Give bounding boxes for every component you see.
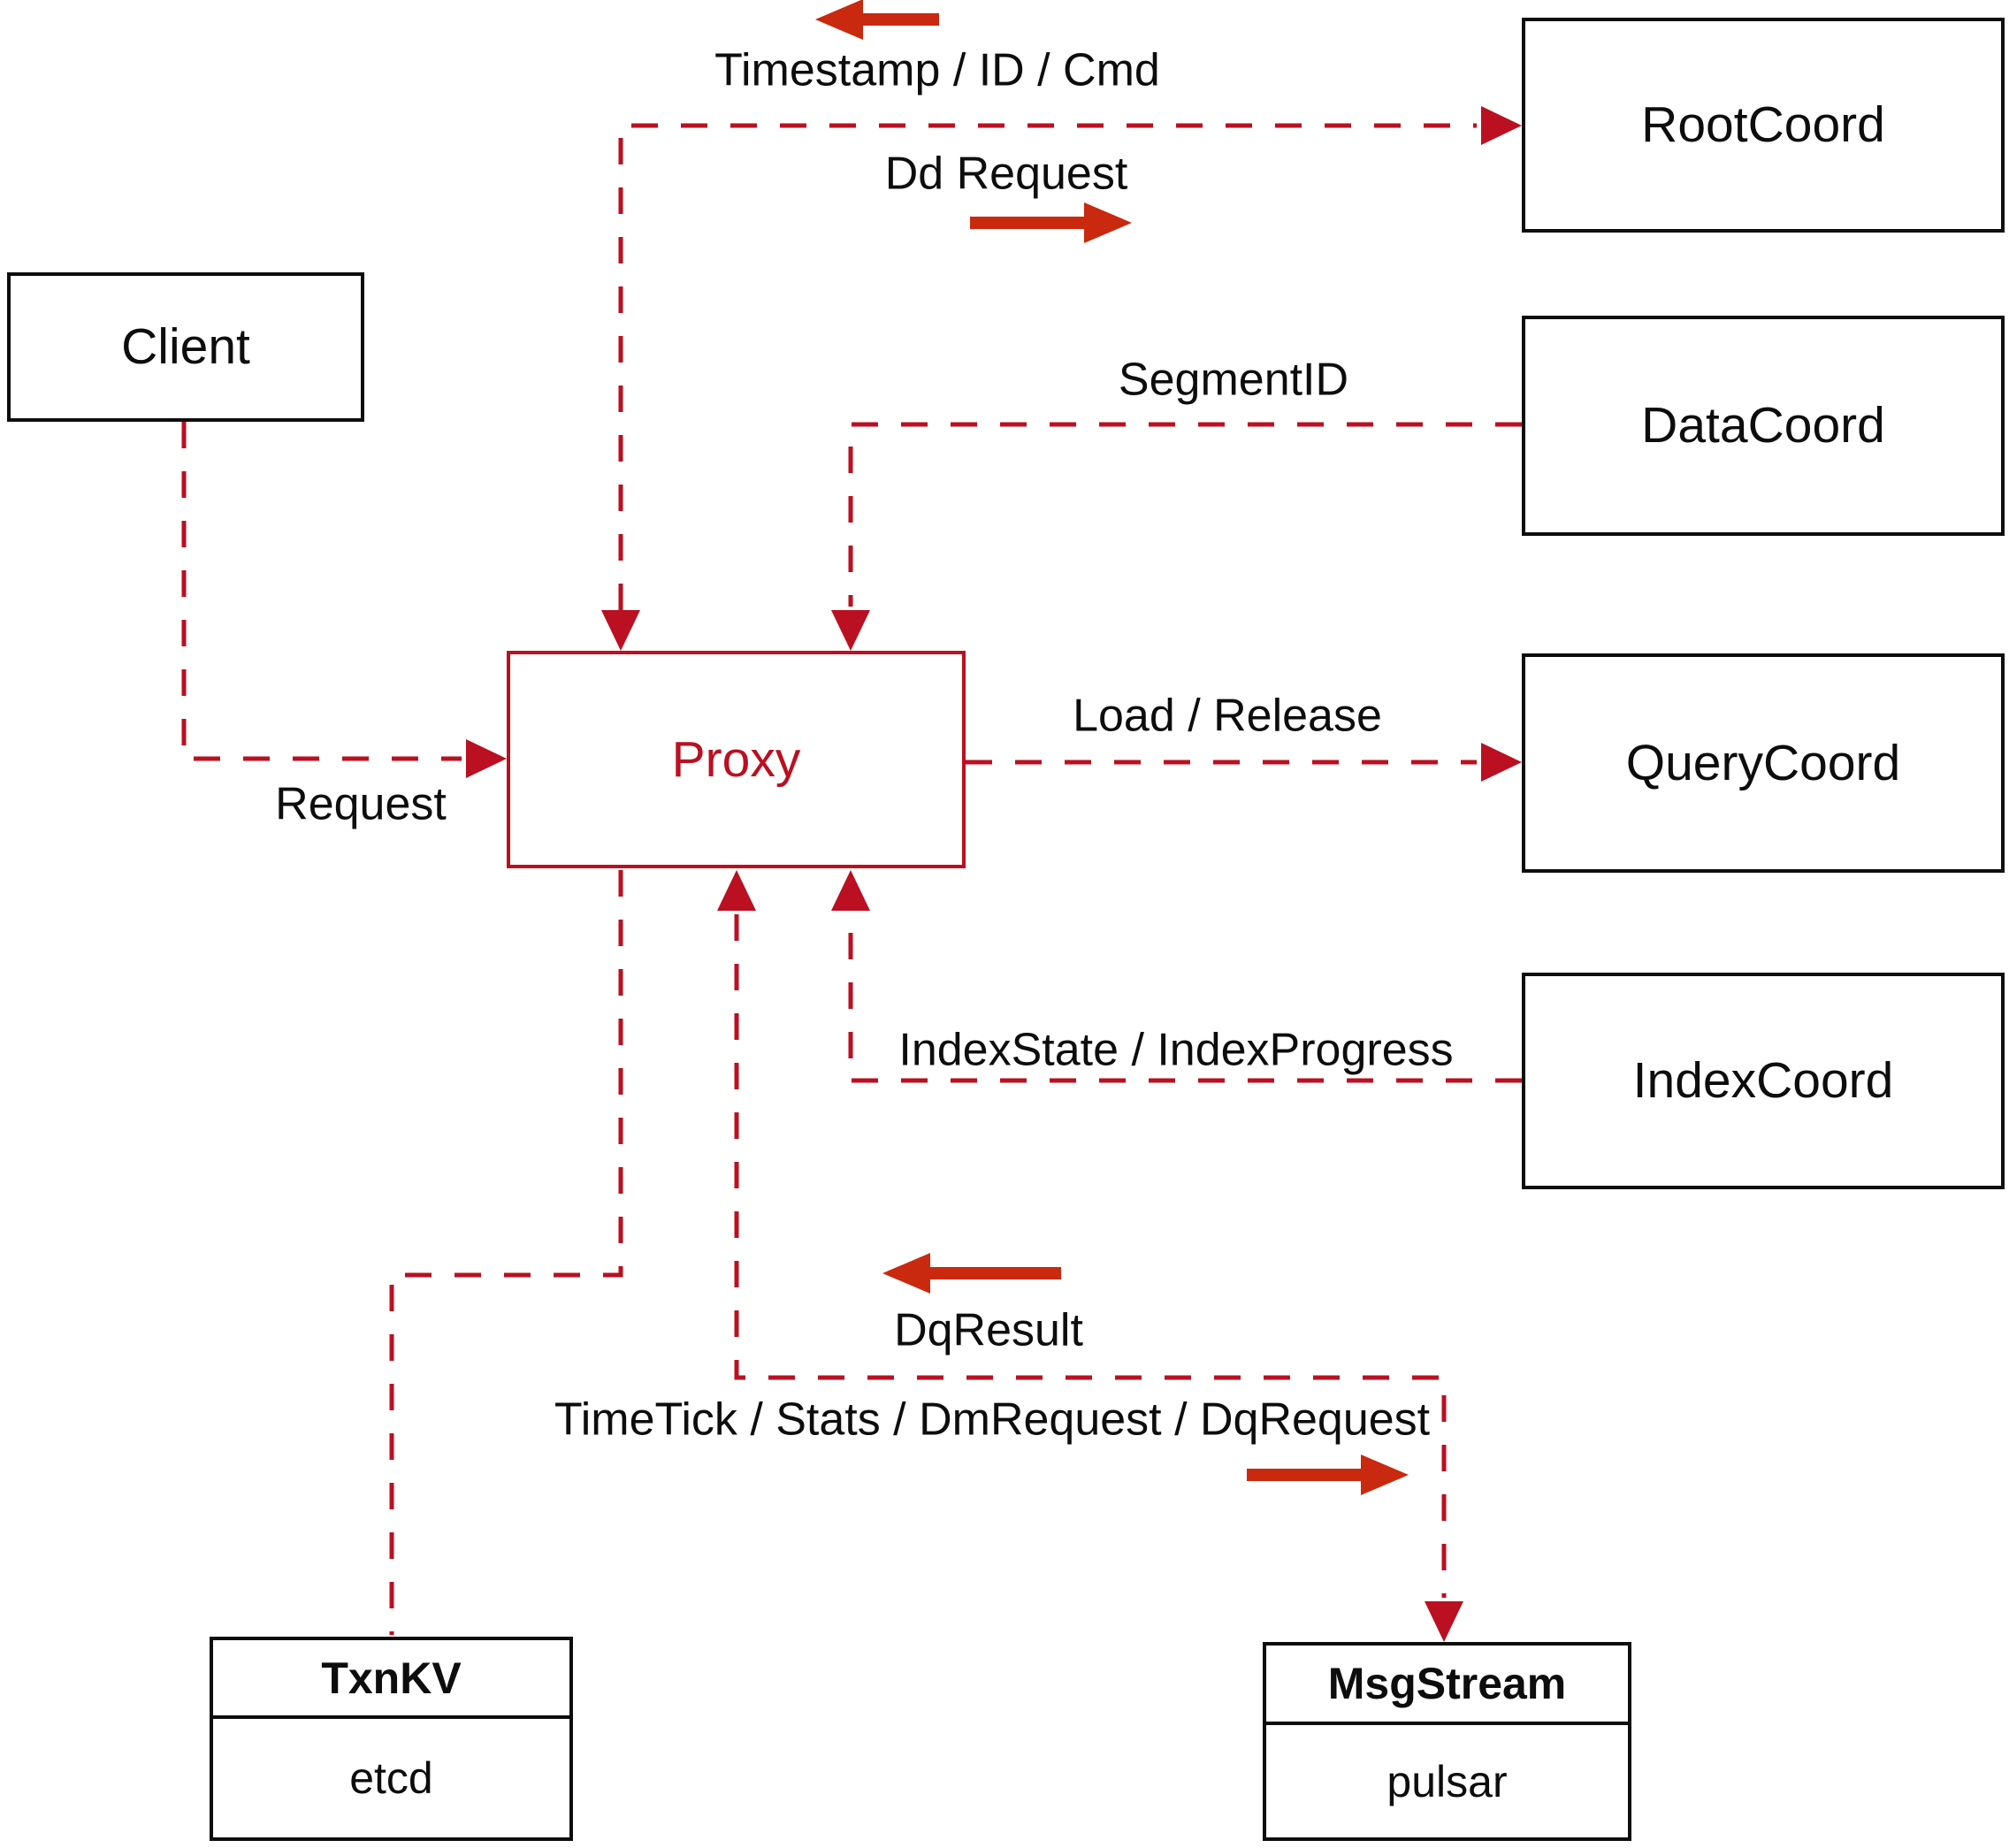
node-rootcoord: RootCoord <box>1522 18 2005 233</box>
edge-label-load-release: Load / Release <box>1073 690 1382 742</box>
node-client: Client <box>7 272 364 422</box>
arrowhead-into-proxy-left <box>466 739 507 778</box>
edge-label-index-state: IndexState / IndexProgress <box>898 1024 1454 1076</box>
node-txnkv-body: etcd <box>213 1719 569 1837</box>
node-client-label: Client <box>121 318 250 375</box>
node-indexcoord: IndexCoord <box>1522 973 2005 1189</box>
edge-label-timestamp: Timestamp / ID / Cmd <box>714 44 1160 96</box>
node-indexcoord-label: IndexCoord <box>1632 1052 1894 1109</box>
edge-label-dq-result: DqResult <box>894 1304 1083 1356</box>
edge-label-request: Request <box>275 778 447 830</box>
node-datacoord: DataCoord <box>1522 316 2005 536</box>
edge-label-dd-request: Dd Request <box>884 148 1128 200</box>
node-msgstream-subtitle: pulsar <box>1386 1756 1508 1806</box>
arrowhead-into-proxy-top-right <box>831 610 870 651</box>
arrowhead-into-querycoord <box>1481 743 1522 782</box>
edge-client-proxy-line <box>181 422 462 761</box>
node-querycoord: QueryCoord <box>1522 653 2005 873</box>
node-datacoord-label: DataCoord <box>1641 397 1885 454</box>
node-querycoord-label: QueryCoord <box>1625 734 1901 791</box>
arrowhead-into-proxy-bottom-left <box>717 870 756 911</box>
node-txnkv-subtitle: etcd <box>349 1753 433 1803</box>
node-rootcoord-label: RootCoord <box>1641 96 1885 153</box>
edge-indexcoord-proxy-line <box>848 914 1522 1083</box>
edge-label-segment-id: SegmentID <box>1118 354 1349 406</box>
node-txnkv-header: TxnKV <box>213 1640 569 1719</box>
dq-result-direction-arrow-icon <box>882 1253 1061 1294</box>
edge-proxy-msgstream-line <box>734 914 1447 1598</box>
edge-label-timetick: TimeTick / Stats / DmRequest / DqRequest <box>554 1394 1431 1446</box>
node-msgstream-title: MsgStream <box>1327 1659 1567 1708</box>
timetick-direction-arrow-icon <box>1247 1455 1409 1495</box>
node-txnkv-title: TxnKV <box>321 1653 462 1703</box>
node-proxy: Proxy <box>507 651 966 868</box>
dd-request-direction-arrow-icon <box>970 202 1132 243</box>
node-msgstream-header: MsgStream <box>1266 1646 1628 1725</box>
edge-proxy-txnkv-line <box>389 870 623 1635</box>
arrowhead-into-msgstream <box>1425 1601 1463 1642</box>
edge-proxy-rootcoord-line <box>618 123 1477 610</box>
node-msgstream: MsgStream pulsar <box>1263 1642 1631 1841</box>
node-proxy-label: Proxy <box>671 730 801 788</box>
arrowhead-into-rootcoord <box>1481 106 1522 145</box>
timestamp-direction-arrow-icon <box>815 0 939 40</box>
node-txnkv: TxnKV etcd <box>210 1637 573 1841</box>
arrowhead-into-proxy-bottom-right <box>831 870 870 911</box>
node-msgstream-body: pulsar <box>1266 1725 1628 1837</box>
arrowhead-into-proxy-top-left <box>601 610 640 651</box>
edge-datacoord-proxy-line <box>848 422 1522 607</box>
